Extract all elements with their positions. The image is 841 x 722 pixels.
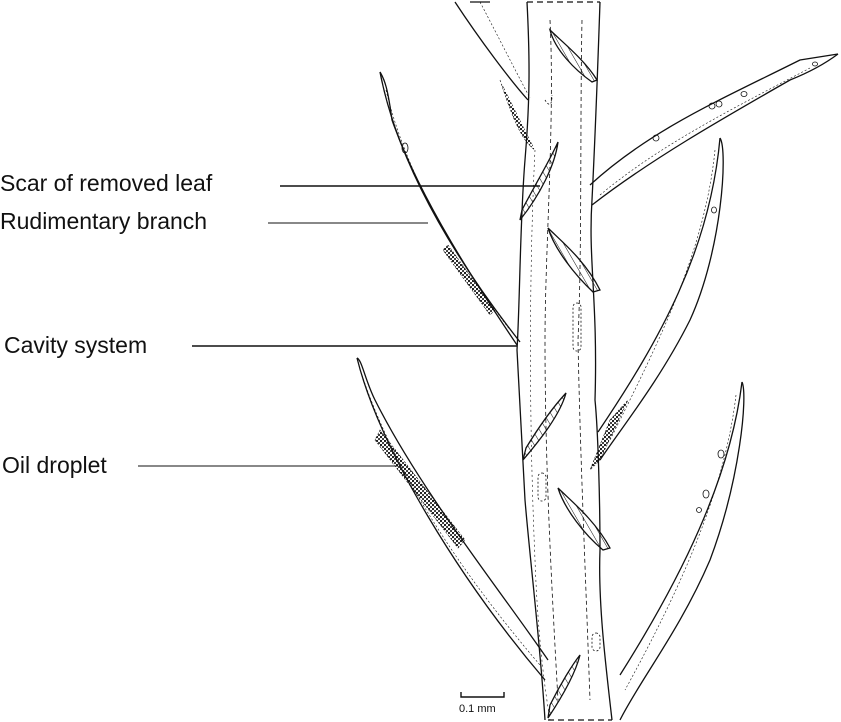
label-rudimentary-branch: Rudimentary branch bbox=[0, 208, 208, 234]
upper-left-branch bbox=[454, 1, 536, 151]
scale-bar-label: 0.1 mm bbox=[459, 703, 496, 715]
lower-right-branch bbox=[619, 381, 745, 721]
middle-right-branch bbox=[589, 137, 724, 471]
main-stem bbox=[516, 1, 613, 721]
label-scar-of-removed-leaf: Scar of removed leaf bbox=[0, 170, 213, 196]
label-cavity-system: Cavity system bbox=[4, 332, 148, 358]
upper-right-branch bbox=[589, 53, 839, 206]
lower-left-leaf bbox=[356, 357, 549, 681]
leaf-scars bbox=[519, 27, 611, 719]
scale-bar bbox=[460, 692, 505, 698]
stem-cavities bbox=[537, 94, 601, 652]
leader-lines bbox=[138, 185, 540, 467]
rudimentary-branch bbox=[379, 71, 521, 346]
label-oil-droplet: Oil droplet bbox=[2, 452, 107, 478]
